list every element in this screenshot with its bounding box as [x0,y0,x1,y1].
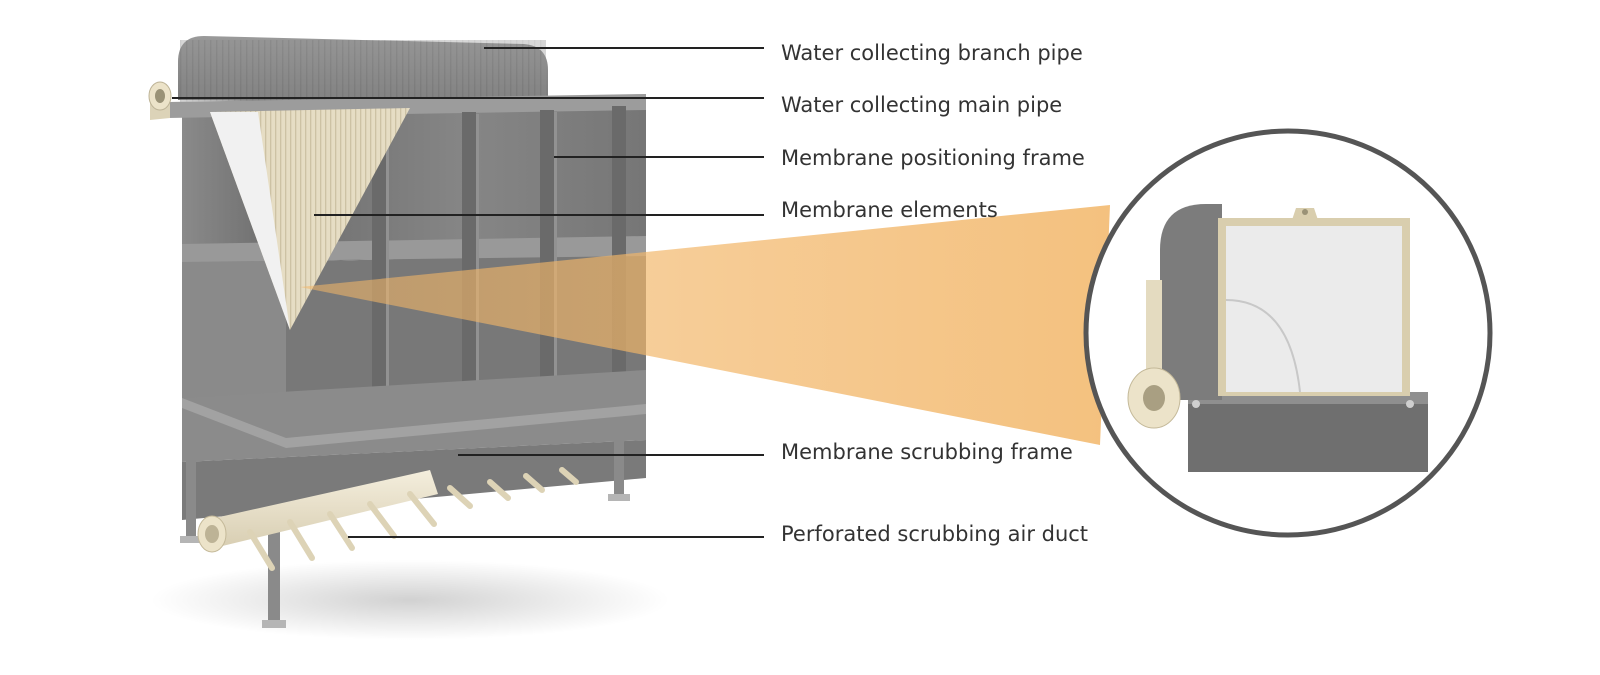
callout-lines [172,47,764,538]
label-water-collecting-main-pipe: Water collecting main pipe [781,93,1063,117]
zoom-cone [300,205,1110,445]
label-perforated-scrubbing-air-duct: Perforated scrubbing air duct [781,522,1089,546]
label-membrane-positioning-frame: Membrane positioning frame [781,146,1085,170]
air-duct-shape [197,467,579,571]
label-membrane-elements: Membrane elements [781,198,998,222]
zoom-detail [1083,128,1493,538]
label-water-collecting-branch-pipe: Water collecting branch pipe [781,41,1083,65]
label-membrane-scrubbing-frame: Membrane scrubbing frame [781,440,1073,464]
floor-shadow [150,560,670,640]
zoom-ring [1083,128,1493,538]
